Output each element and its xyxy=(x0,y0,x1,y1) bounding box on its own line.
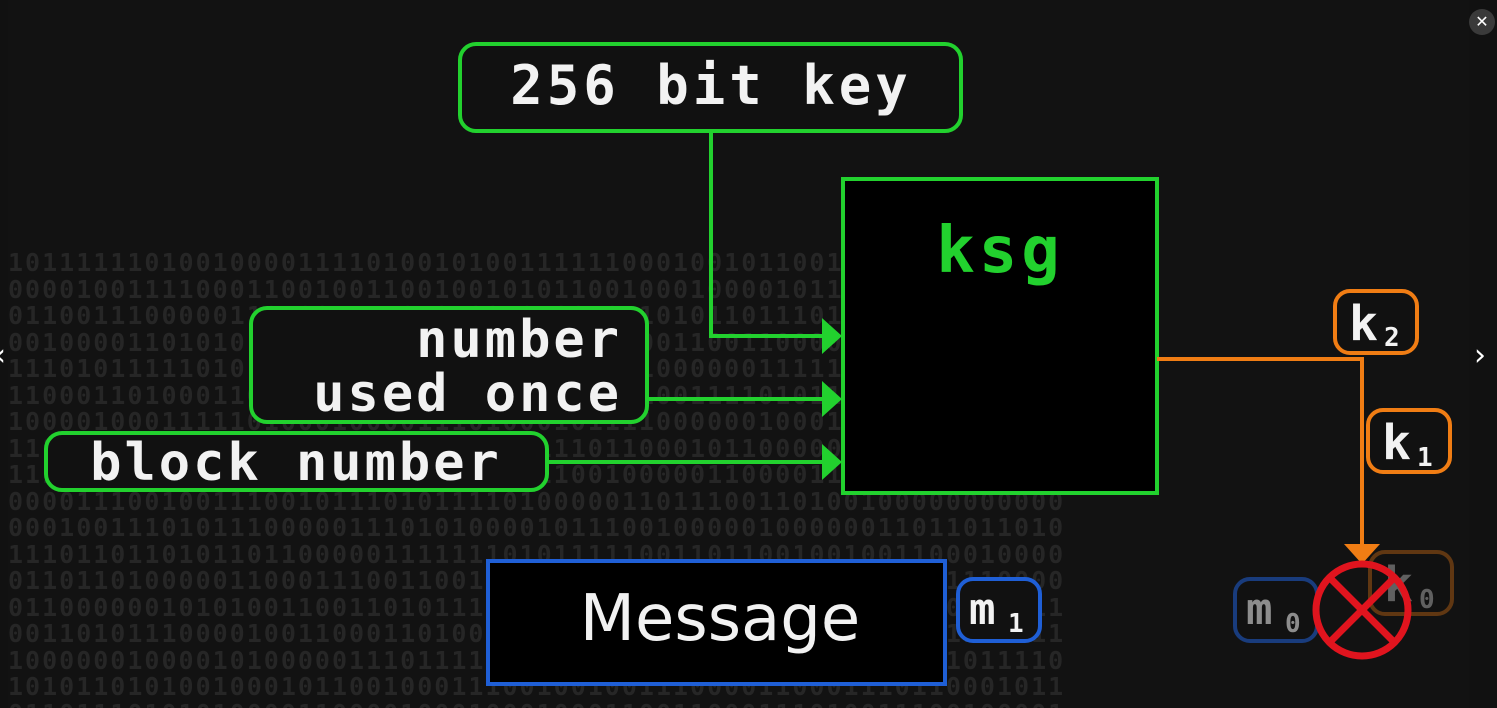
k1-box-border xyxy=(1366,408,1452,474)
m1-base: m xyxy=(969,584,996,635)
keystream-block-k2: k 2 xyxy=(1333,289,1419,355)
key-label: 256 bit key xyxy=(510,54,912,117)
nonce-label-line2: used once xyxy=(313,364,622,424)
message-block-m0: m 0 xyxy=(1233,577,1319,643)
previous-button[interactable]: ‹ xyxy=(0,336,12,376)
diagram-stage: 1011111101001000011110100101001111110001… xyxy=(8,0,1469,708)
block-number-label: block number xyxy=(90,433,502,493)
k1-subscript: 1 xyxy=(1417,443,1433,473)
block-number-box: block number xyxy=(44,431,549,493)
message-block-m1: m 1 xyxy=(956,577,1042,643)
keystream-arrowhead xyxy=(1344,544,1380,564)
message-box: Message xyxy=(486,559,947,686)
k2-box-border xyxy=(1333,289,1419,355)
nonce-arrowhead xyxy=(822,381,842,417)
m0-subscript: 0 xyxy=(1285,609,1301,639)
ksg-box: ksg xyxy=(841,177,1159,495)
nonce-box-border xyxy=(249,306,649,424)
next-button[interactable]: › xyxy=(1468,336,1492,376)
k2-base: k xyxy=(1349,296,1378,352)
key-connector-line xyxy=(709,131,826,338)
xor-circle-icon xyxy=(1312,560,1412,660)
keystream-output-line xyxy=(1157,357,1364,548)
keystream-block-k1: k 1 xyxy=(1366,408,1452,474)
nonce-label-line1: number xyxy=(416,310,622,370)
k0-subscript: 0 xyxy=(1419,585,1435,615)
ksg-diagram: 256 bit key ksg number used once block n… xyxy=(44,42,1454,686)
close-icon: ✕ xyxy=(1475,12,1489,31)
key-arrowhead xyxy=(822,318,842,354)
k2-subscript: 2 xyxy=(1384,323,1400,353)
chevron-left-icon: ‹ xyxy=(0,338,6,373)
message-label: Message xyxy=(580,582,861,656)
ksg-box-border xyxy=(841,177,1159,495)
key-box: 256 bit key xyxy=(458,42,963,133)
m0-base: m xyxy=(1246,584,1273,635)
chevron-right-icon: › xyxy=(1474,338,1486,373)
message-box-border xyxy=(486,559,947,686)
ksg-label: ksg xyxy=(936,214,1064,288)
m1-box-border xyxy=(956,577,1042,643)
m1-subscript: 1 xyxy=(1008,609,1024,639)
block-number-arrowhead xyxy=(822,444,842,480)
close-button[interactable]: ✕ xyxy=(1469,9,1495,35)
nonce-box: number used once xyxy=(249,306,649,424)
k1-base: k xyxy=(1382,415,1411,471)
